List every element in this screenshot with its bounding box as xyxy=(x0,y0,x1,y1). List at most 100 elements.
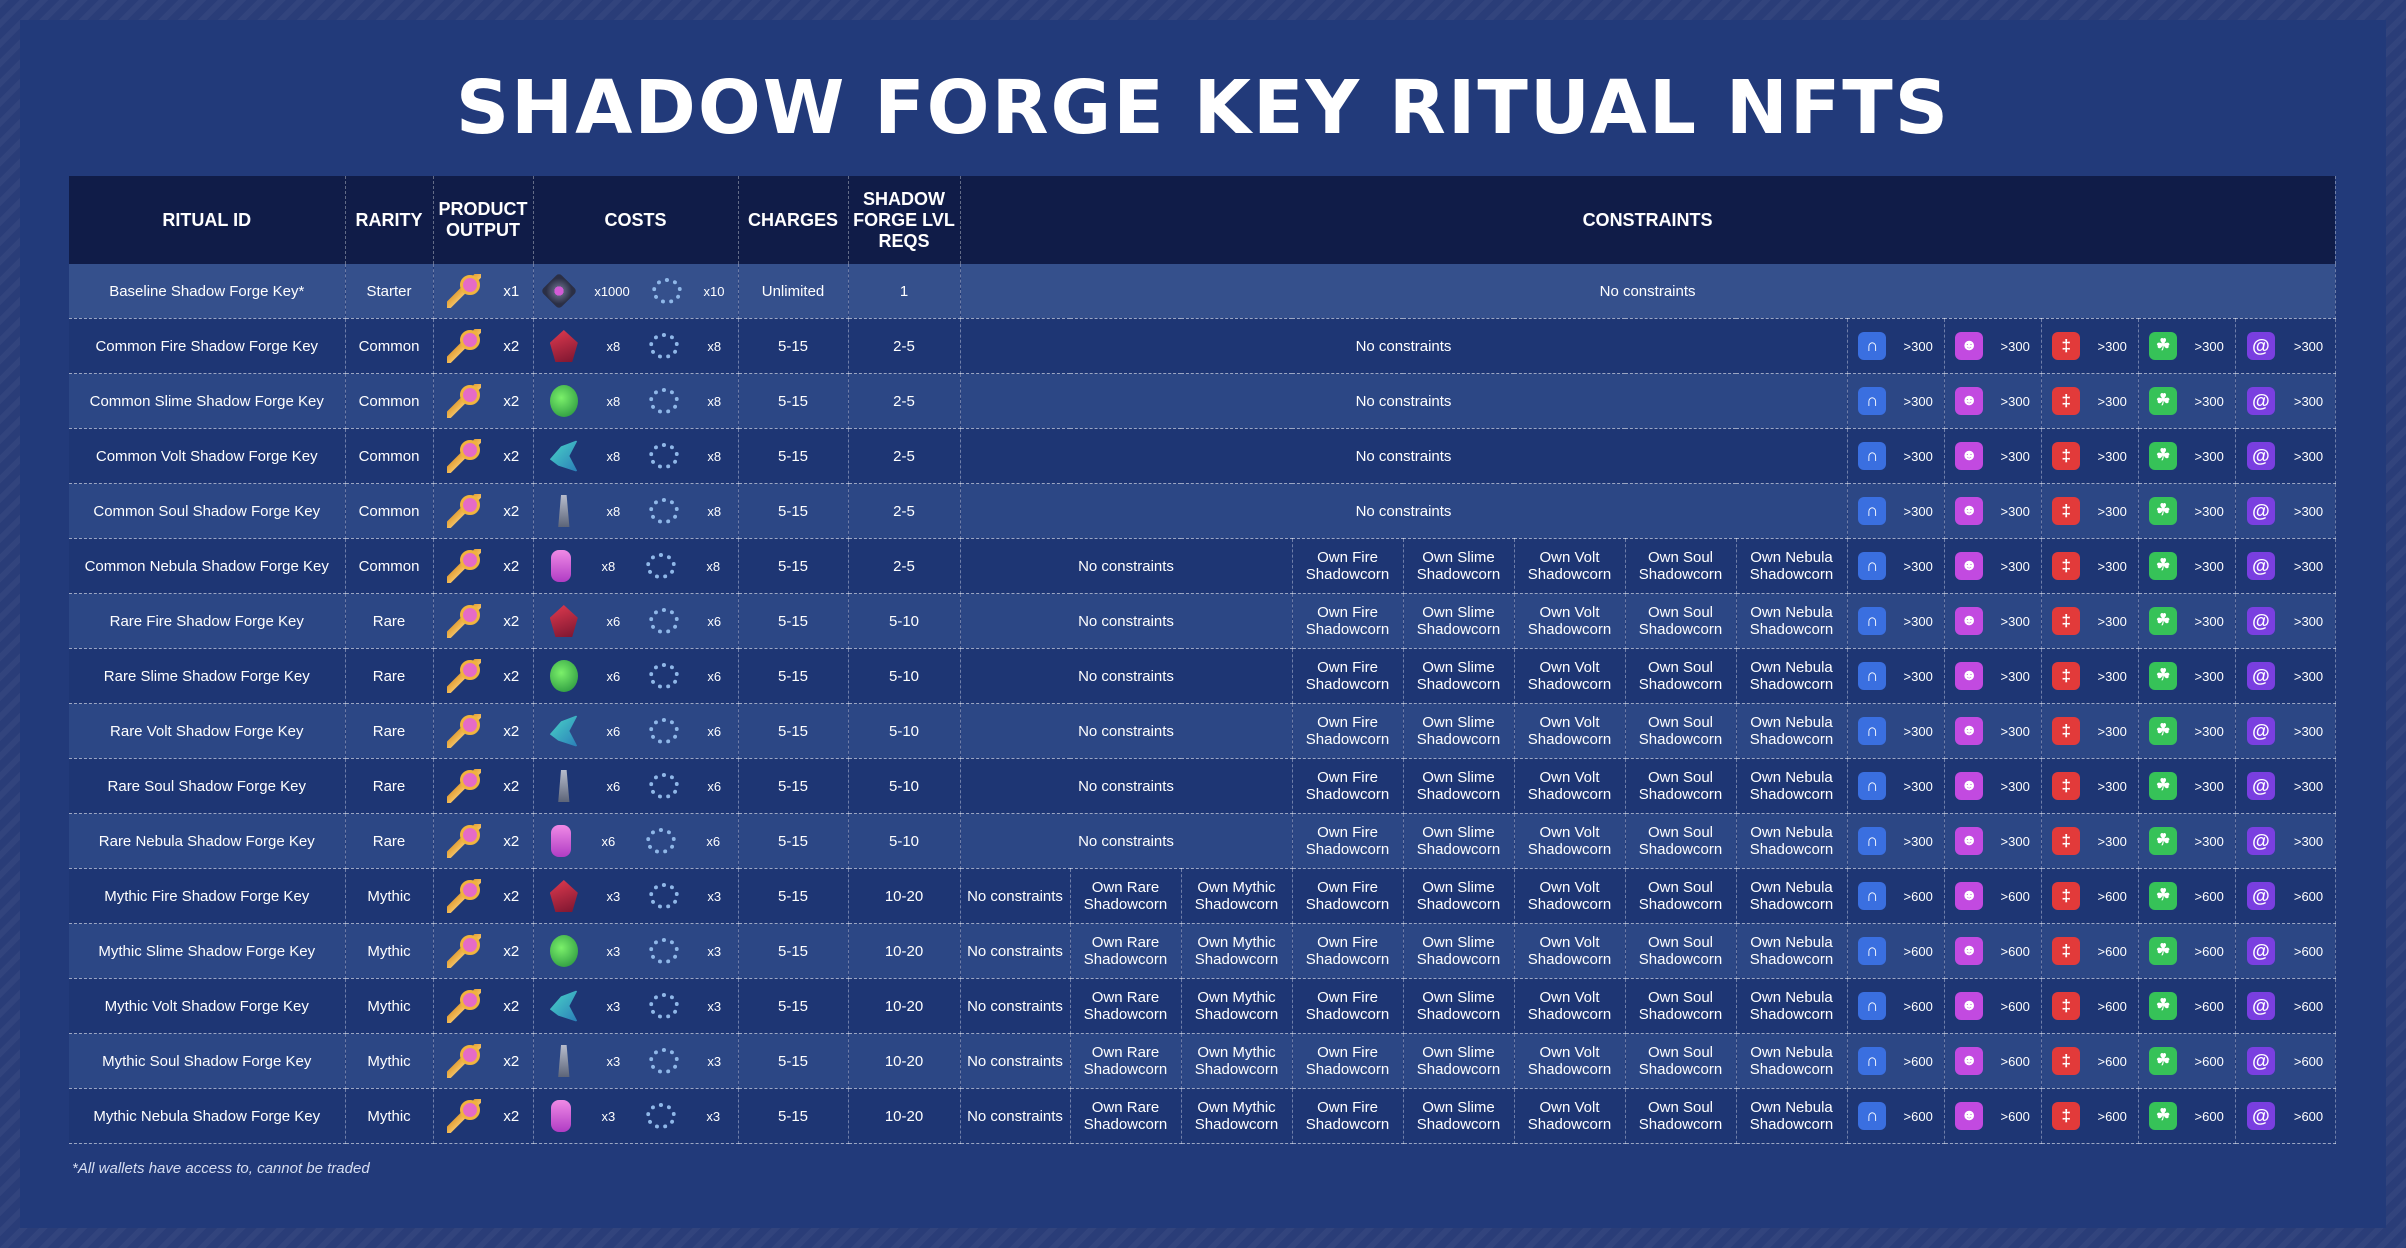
class-stat-group: >300 xyxy=(1850,497,1942,525)
charges-cell: 5-15 xyxy=(738,1088,849,1144)
ownership-constraint-cell: Own Nebula Shadowcorn xyxy=(1736,703,1848,759)
class-stat-group: >300 xyxy=(2238,827,2333,855)
class-stat-constraint-cell: >300 xyxy=(2041,593,2139,649)
stat-threshold: >300 xyxy=(1903,338,1933,354)
ring-quantity: x10 xyxy=(703,283,725,299)
class-stat-constraint-cell: >600 xyxy=(1944,923,2042,979)
ritual-id-cell: Common Volt Shadow Forge Key xyxy=(69,428,346,484)
class-stat-constraint-cell: >300 xyxy=(2138,428,2236,484)
class-stat-constraint-cell: >600 xyxy=(2235,868,2336,924)
stat-threshold: >300 xyxy=(2000,833,2030,849)
charges-cell: 5-15 xyxy=(738,428,849,484)
stat-threshold: >600 xyxy=(2293,888,2324,904)
class-stat-constraint-cell: >600 xyxy=(1944,978,2042,1034)
class-stat-group: >300 xyxy=(2141,717,2233,745)
resource-quantity: x3 xyxy=(606,1053,621,1069)
swirl-class-icon xyxy=(2246,332,2275,360)
product-output-group: x2 xyxy=(436,934,531,968)
class-stat-group: >600 xyxy=(1947,937,2039,965)
shadow-forge-key-icon xyxy=(446,824,481,858)
class-stat-constraint-cell: >600 xyxy=(2138,868,2236,924)
charges-cell: 5-15 xyxy=(738,813,849,869)
class-stat-group: >600 xyxy=(1947,1102,2039,1130)
lvl-reqs-cell: 2-5 xyxy=(848,373,961,429)
ring-of-terror-icon xyxy=(648,938,679,964)
ring-of-terror-icon xyxy=(648,443,679,469)
ritual-id-cell: Rare Slime Shadow Forge Key xyxy=(69,648,346,704)
ownership-constraint-cell: Own Volt Shadowcorn xyxy=(1514,1088,1626,1144)
swirl-class-icon xyxy=(2246,442,2275,470)
stat-threshold: >300 xyxy=(1903,448,1933,464)
ownership-constraint-cell: Own Mythic Shadowcorn xyxy=(1181,1088,1293,1144)
ritual-id-cell: Rare Nebula Shadow Forge Key xyxy=(69,813,346,869)
class-stat-constraint-cell: >300 xyxy=(2041,428,2139,484)
stat-threshold: >600 xyxy=(2293,998,2324,1014)
no-constraints-cell: No constraints xyxy=(960,868,1071,924)
stat-threshold: >300 xyxy=(1903,558,1933,574)
ownership-constraint-cell: Own Volt Shadowcorn xyxy=(1514,868,1626,924)
shadow-forge-key-icon xyxy=(446,274,481,308)
class-stat-group: >600 xyxy=(1947,992,2039,1020)
class-stat-constraint-cell: >300 xyxy=(1944,593,2042,649)
header-costs: COSTS xyxy=(533,176,739,264)
soul-resource-icon xyxy=(558,495,570,527)
class-stat-group: >300 xyxy=(2238,607,2333,635)
class-stat-group: >300 xyxy=(1947,662,2039,690)
product-output-group: x2 xyxy=(436,989,531,1023)
stat-threshold: >300 xyxy=(1903,723,1933,739)
product-output-group: x2 xyxy=(436,714,531,748)
ownership-constraint-cell: Own Fire Shadowcorn xyxy=(1292,1088,1404,1144)
class-stat-group: >300 xyxy=(2044,717,2136,745)
no-constraints-cell: No constraints xyxy=(960,1088,1071,1144)
skull-class-icon xyxy=(1955,607,1984,635)
resource-quantity: x8 xyxy=(606,393,621,409)
ownership-constraint-cell: Own Slime Shadowcorn xyxy=(1403,868,1515,924)
ring-quantity: x6 xyxy=(707,668,722,684)
class-stat-constraint-cell: >300 xyxy=(2138,538,2236,594)
stat-threshold: >600 xyxy=(2293,1108,2324,1124)
class-stat-constraint-cell: >600 xyxy=(2041,868,2139,924)
class-stat-constraint-cell: >600 xyxy=(2235,923,2336,979)
shadow-forge-key-icon xyxy=(446,934,481,968)
stat-threshold: >300 xyxy=(2000,778,2030,794)
product-output-group: x2 xyxy=(436,1044,531,1078)
rarity-cell: Rare xyxy=(345,758,434,814)
shadow-forge-key-icon xyxy=(446,384,481,418)
class-stat-constraint-cell: >600 xyxy=(1847,1033,1945,1089)
output-quantity: x2 xyxy=(503,997,520,1015)
ring-quantity: x6 xyxy=(707,723,722,739)
rarity-cell: Common xyxy=(345,428,434,484)
ring-quantity: x3 xyxy=(707,998,722,1014)
ownership-constraint-cell: Own Rare Shadowcorn xyxy=(1070,923,1182,979)
class-stat-group: >600 xyxy=(2141,937,2233,965)
ownership-constraint-cell: Own Fire Shadowcorn xyxy=(1292,758,1404,814)
skull-class-icon xyxy=(1955,442,1984,470)
ring-quantity: x8 xyxy=(707,393,722,409)
slime-resource-icon xyxy=(549,385,578,417)
class-stat-group: >300 xyxy=(2238,387,2333,415)
nebula-resource-icon xyxy=(550,550,571,582)
stat-threshold: >600 xyxy=(2097,998,2127,1014)
class-stat-constraint-cell: >300 xyxy=(1847,318,1945,374)
charges-cell: 5-15 xyxy=(738,593,849,649)
stat-threshold: >600 xyxy=(2194,998,2224,1014)
output-quantity: x2 xyxy=(503,392,520,410)
no-constraints-cell: No constraints xyxy=(960,538,1293,594)
charges-cell: 5-15 xyxy=(738,483,849,539)
class-stat-constraint-cell: >300 xyxy=(2138,648,2236,704)
swirl-class-icon xyxy=(2246,607,2275,635)
ownership-constraint-cell: Own Slime Shadowcorn xyxy=(1403,978,1515,1034)
product-output-cell: x2 xyxy=(433,648,534,704)
stat-threshold: >300 xyxy=(2097,393,2127,409)
class-stat-constraint-cell: >300 xyxy=(1944,758,2042,814)
class-stat-constraint-cell: >300 xyxy=(2235,318,2336,374)
